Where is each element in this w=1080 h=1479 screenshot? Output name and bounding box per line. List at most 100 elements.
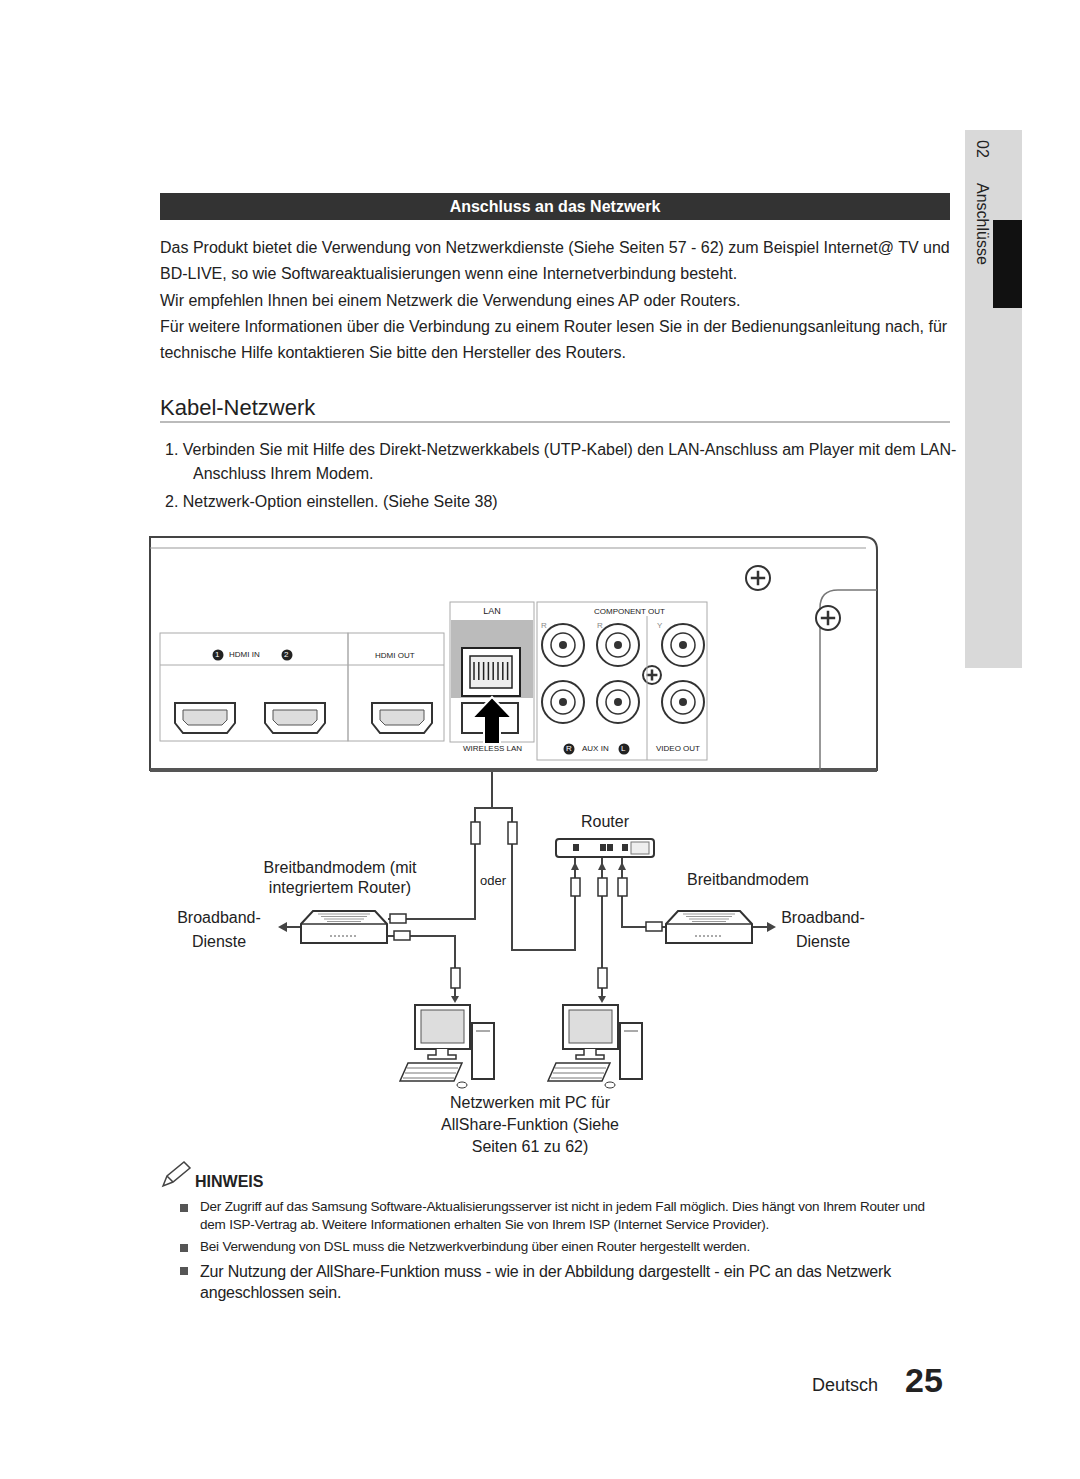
hdmi-port-inner: [273, 710, 317, 725]
rca-pin: [614, 641, 622, 649]
screw-cross: [751, 571, 765, 585]
service-label: Broadband- Dienste: [767, 906, 879, 954]
screw: [643, 666, 661, 684]
note-heading: HINWEIS: [195, 1172, 263, 1193]
arrow-head: [598, 996, 606, 1003]
rca-jack: [542, 681, 584, 723]
router-port: [607, 844, 613, 851]
channel-dot: [619, 744, 630, 755]
modem-router-node: Breitbandmodem (mit integriertem Router): [240, 858, 440, 946]
service-line: [753, 926, 768, 928]
lan-pin: [502, 662, 504, 680]
arrow-head: [767, 922, 776, 932]
node-label: Router: [550, 812, 660, 832]
service-line: [286, 926, 300, 928]
service-label: Broadband- Dienste: [163, 906, 275, 954]
step: 2. Netzwerk-Option einstellen. (Siehe Se…: [165, 490, 983, 514]
pc-stand: [576, 1049, 604, 1059]
rca-pin: [559, 698, 567, 706]
component-frame: [537, 602, 707, 760]
router-port: [622, 844, 628, 851]
modem-body: [301, 911, 387, 943]
node-label: Breitbandmodem (mit integriertem Router): [240, 858, 440, 898]
modem-outline: [300, 910, 388, 944]
network-cable: [622, 858, 665, 927]
cable-plug: [394, 931, 410, 940]
cable-plug: [571, 878, 580, 896]
lan-pin: [507, 662, 509, 680]
lan-pin: [492, 662, 494, 680]
rca-jack: [542, 624, 584, 666]
rca-jack: [662, 681, 704, 723]
lan-pin: [483, 662, 485, 680]
screw: [746, 566, 770, 590]
pc-keys: [555, 1068, 606, 1069]
cable-plug: [471, 822, 480, 844]
port-label: AUX IN: [582, 744, 609, 754]
modem-body: [666, 911, 752, 943]
pc-cable: [388, 936, 455, 996]
hdmi-port: [265, 703, 325, 733]
arrow-head: [618, 862, 626, 870]
port-number-dot: [213, 650, 224, 661]
arrow-head: [278, 922, 287, 932]
rca-pin: [679, 641, 687, 649]
pc-keyboard: [400, 1063, 462, 1081]
cable-plug: [618, 878, 627, 896]
side-tab: [965, 130, 1022, 668]
panel-bottom: [150, 768, 877, 772]
rca-ring: [551, 690, 575, 714]
modem-leds: [330, 936, 358, 937]
rca-ring: [671, 633, 695, 657]
pc-stand: [428, 1049, 456, 1059]
rca-ring: [671, 690, 695, 714]
paragraph: Das Produkt bietet die Verwendung von Ne…: [160, 235, 955, 287]
rca-pin: [679, 698, 687, 706]
lan-jack: [470, 656, 512, 688]
pc-keys: [405, 1073, 456, 1074]
modem-outline: [665, 910, 753, 944]
pc-monitor: [563, 1005, 618, 1049]
screw: [816, 606, 840, 630]
page-language: Deutsch: [812, 1374, 878, 1397]
modem-edge: [301, 923, 387, 925]
cable-plug: [508, 822, 517, 844]
rca-ring: [606, 633, 630, 657]
node-label: LAN: [451, 603, 533, 617]
jack-label: R: [597, 621, 603, 631]
pc-keys: [403, 1078, 454, 1079]
cable-plug: [598, 968, 607, 988]
arrow-head: [451, 996, 459, 1003]
note-text: Bei Verwendung von DSL muss die Netzwerk…: [180, 1238, 945, 1256]
pc-screen: [421, 1010, 464, 1043]
channel-label: R: [566, 744, 572, 754]
pc: [400, 1005, 494, 1088]
cable-plug: [646, 922, 662, 931]
hdmi-divider: [160, 665, 348, 666]
rca-pin: [559, 641, 567, 649]
router-node: Router: [550, 812, 660, 860]
screw-cross: [821, 611, 835, 625]
rca-jack: [662, 624, 704, 666]
router-port: [600, 844, 606, 851]
paragraph: Für weitere Informationen über die Verbi…: [160, 314, 955, 366]
alternative-label: oder: [480, 873, 508, 890]
lan-pin: [473, 662, 475, 680]
panel-outline: [150, 537, 877, 770]
arrow-head: [571, 862, 579, 870]
lan-pin: [497, 662, 499, 680]
modem-vent: [321, 916, 367, 917]
hdmi-port-inner: [380, 710, 424, 725]
channel-label: L: [621, 744, 625, 754]
heading-rule: [160, 421, 950, 423]
modem-edge: [666, 923, 752, 925]
port-label: HDMI IN: [229, 650, 260, 660]
lan-port-node: LAN: [451, 603, 533, 698]
rca-ring: [606, 690, 630, 714]
rca-pin: [614, 698, 622, 706]
modem-vent: [692, 921, 726, 922]
cable-plug: [451, 968, 460, 988]
lan-port: [462, 648, 520, 696]
port-label: VIDEO OUT: [656, 744, 700, 754]
